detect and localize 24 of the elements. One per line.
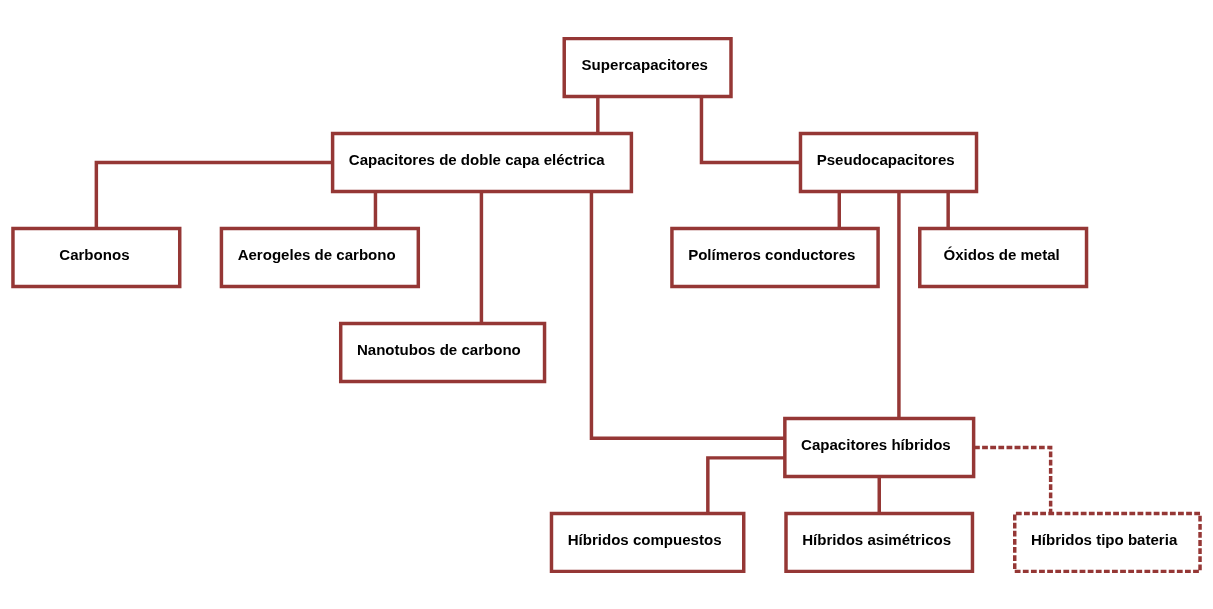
connector <box>877 475 881 513</box>
node-box: Híbridos asimétricos <box>784 511 975 573</box>
node-box: Capacitores de doble capa eléctrica <box>330 131 634 193</box>
node-box: Híbridos compuestos <box>549 511 746 573</box>
node-box: Polímeros conductores <box>670 226 880 288</box>
connector <box>596 96 600 133</box>
connector <box>706 455 785 513</box>
node-box: Óxidos de metal <box>918 226 1089 288</box>
connector <box>973 445 1053 513</box>
connector <box>837 191 841 228</box>
node-box: Supercapacitores <box>562 36 733 98</box>
connector <box>699 96 801 164</box>
connector <box>897 191 901 418</box>
node-box: Nanotubos de carbono <box>338 321 547 383</box>
connector <box>589 191 785 440</box>
connector <box>94 160 333 228</box>
node-box: Capacitores híbridos <box>783 416 976 478</box>
connector <box>373 191 378 228</box>
node-box: Pseudocapacitores <box>798 131 979 193</box>
node-box: Aerogeles de carbono <box>219 226 421 288</box>
connector <box>479 191 484 323</box>
connector <box>946 191 950 228</box>
node-box: Carbonos <box>11 226 182 288</box>
node-box: Híbridos tipo bateria <box>1013 511 1202 573</box>
